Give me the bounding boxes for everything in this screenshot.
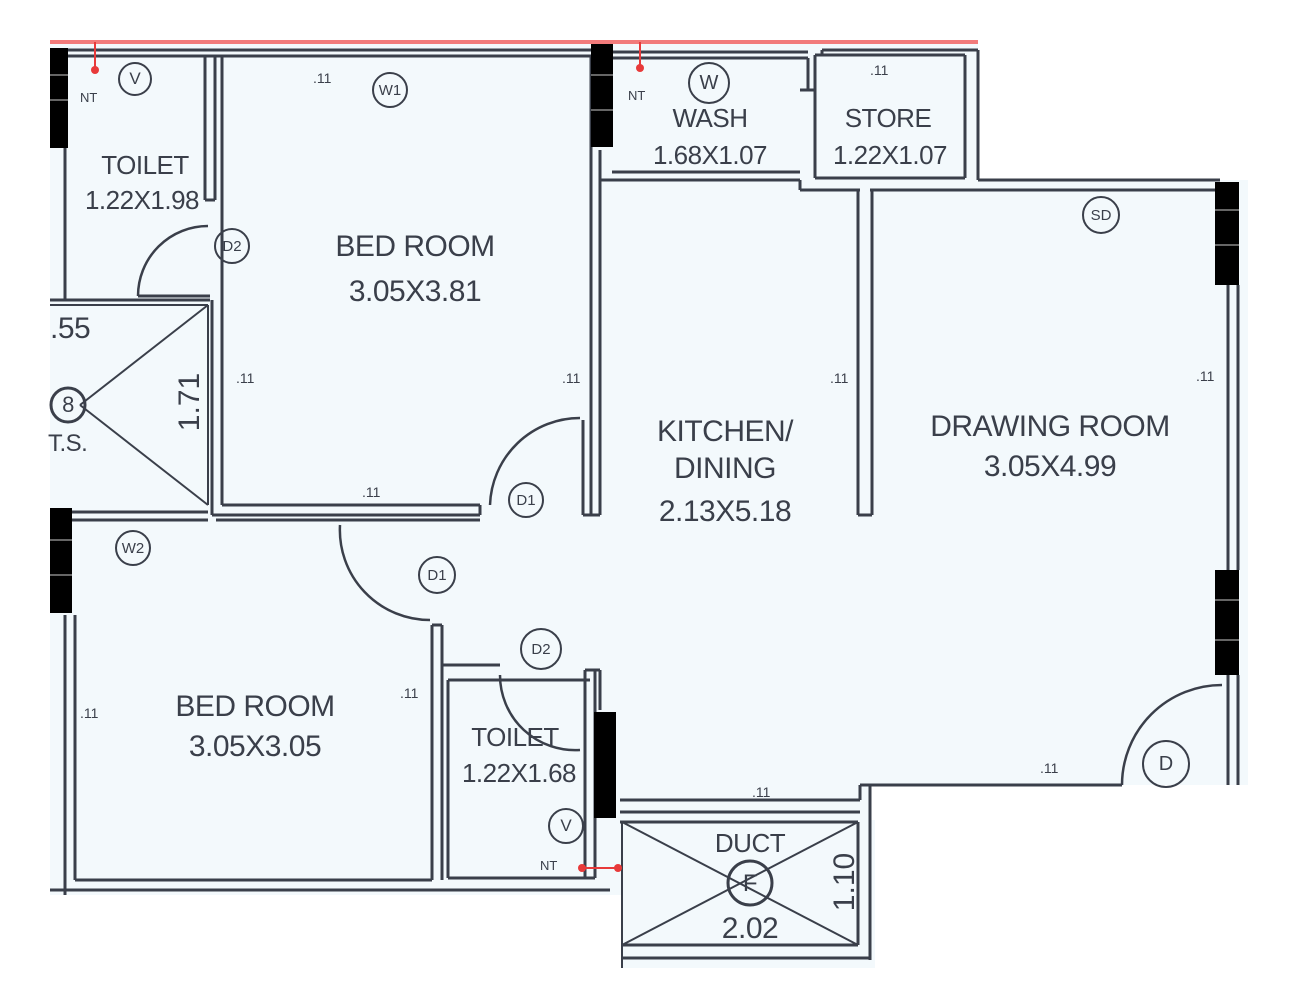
shaft-depth: 1.71 [173, 372, 206, 432]
tag-w-wash: W [688, 62, 730, 104]
window-blocks [50, 44, 1239, 818]
door-swing-toilet2 [498, 674, 581, 752]
tag-w1: W1 [372, 72, 408, 108]
kitchen-dims: 2.13X5.18 [658, 495, 792, 528]
wall-thickness-duct: .11 [752, 784, 771, 800]
bed-room-1-dims: 3.05X3.81 [348, 275, 482, 308]
toilet-1-name: TOILET [101, 150, 189, 180]
tag-d2-bottom: D2 [520, 628, 562, 670]
nt-label-top-left: NT [80, 90, 98, 105]
wall-thickness-drawing-right: .11 [1196, 368, 1215, 384]
toilet-2-dims: 1.22X1.68 [461, 758, 577, 788]
plan-footprint [50, 42, 1248, 968]
toilet-2-name: TOILET [471, 722, 559, 752]
shaft-symbol-circle [49, 386, 87, 424]
bed-room-2-name: BED ROOM [175, 690, 335, 723]
door-swing-bed1 [488, 416, 581, 506]
door-swing-toilet1 [136, 224, 209, 297]
nt-markers [91, 42, 644, 872]
wall-thickness-bed2-left: .11 [80, 705, 99, 721]
store-dims: 1.22X1.07 [832, 140, 948, 170]
duct-width: 2.02 [721, 912, 779, 945]
drawing-room-dims: 3.05X4.99 [983, 450, 1117, 483]
door-swing-bed2 [338, 524, 431, 622]
nt-label-wash: NT [628, 88, 646, 103]
wall-thickness-store: .11 [870, 62, 889, 78]
shaft-label: T.S. [48, 430, 88, 457]
tag-d1-bed2: D1 [418, 556, 456, 594]
tag-sd: SD [1082, 196, 1120, 234]
tag-v-top: V [118, 62, 152, 96]
shaft-width: .55 [50, 312, 91, 345]
duct-depth: 1.10 [828, 852, 861, 912]
wall-thickness-bed1-right: .11 [562, 370, 581, 386]
kitchen-name-line2: DINING [674, 452, 777, 485]
bed-room-2-dims: 3.05X3.05 [188, 730, 322, 763]
door-swing-main [1120, 683, 1223, 786]
duct-name: DUCT [714, 828, 786, 858]
nt-label-toilet2: NT [540, 858, 558, 873]
wash-name: WASH [672, 103, 748, 133]
kitchen-name-line1: KITCHEN/ [656, 415, 794, 448]
duct-symbol-circle [726, 859, 774, 907]
tag-d1-bed1: D1 [508, 482, 544, 518]
wall-thickness-bed2-right: .11 [400, 685, 419, 701]
wall-thickness-drawing-bottom: .11 [1040, 760, 1059, 776]
bed-room-1-name: BED ROOM [335, 230, 495, 263]
wall-thickness-bed1-bottom: .11 [362, 484, 381, 500]
tag-v-bottom: V [548, 808, 584, 844]
wall-thickness-bed1-left: .11 [236, 370, 255, 386]
wall-thickness-bed1-top: .11 [313, 70, 332, 86]
drawing-room-name: DRAWING ROOM [930, 410, 1170, 443]
store-name: STORE [844, 103, 932, 133]
shaft-symbol: 8 [62, 392, 74, 417]
tag-d-main: D [1142, 740, 1190, 788]
toilet-1-dims: 1.22X1.98 [84, 185, 200, 215]
duct-symbol: F [742, 870, 758, 897]
tag-w2: W2 [115, 530, 151, 566]
tag-d2-top: D2 [214, 228, 250, 264]
wall-thickness-kitchen: .11 [830, 370, 849, 386]
wash-dims: 1.68X1.07 [652, 140, 768, 170]
